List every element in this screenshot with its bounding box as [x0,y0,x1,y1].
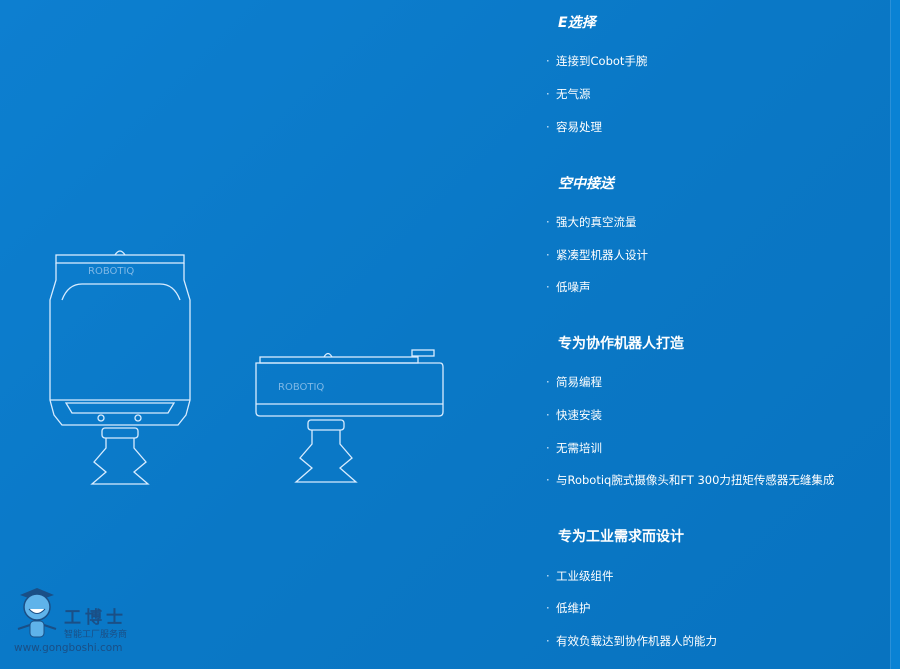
watermark-name: 工博士 [64,608,127,628]
item-text: 低维护 [556,601,591,615]
watermark-tagline: 智能工厂服务商 [64,630,128,640]
item-text: 快速安装 [556,408,602,422]
list-item: · 工业级组件 [546,568,614,584]
bullet: · [546,54,550,68]
bullet: · [546,120,550,134]
list-item: · 有效负载达到协作机器人的能力 [546,633,717,649]
item-text: 紧凑型机器人设计 [556,248,648,262]
item-text: 简易编程 [556,375,602,389]
bullet: · [546,87,550,101]
item-text: 连接到Cobot手腕 [556,54,648,68]
watermark-logo: 工博士 智能工厂服务商 www.gongboshi.com [8,585,148,660]
item-text: 强大的真空流量 [556,215,637,229]
list-item: · 与Robotiq腕式摄像头和FT 300力扭矩传感器无缝集成 [546,472,834,488]
section-heading: E选择 [558,15,596,31]
list-item: · 紧凑型机器人设计 [546,247,648,263]
gripper-side-view [255,349,444,483]
device-brand-side: ROBOTIQ [278,382,324,393]
item-text: 无需培训 [556,441,602,455]
bullet: · [546,375,550,389]
list-item: · 连接到Cobot手腕 [546,53,647,69]
bullet: · [546,569,550,583]
gripper-front-view [49,250,191,485]
bullet: · [546,280,550,294]
bullet: · [546,473,550,487]
item-text: 有效负载达到协作机器人的能力 [556,634,717,648]
list-item: · 无气源 [546,86,591,102]
item-text: 无气源 [556,87,591,101]
bullet: · [546,601,550,615]
item-text: 容易处理 [556,120,602,134]
item-text: 工业级组件 [556,569,614,583]
bullet: · [546,441,550,455]
section-heading: 专为协作机器人打造 [558,336,684,352]
watermark-url: www.gongboshi.com [14,642,123,654]
list-item: · 强大的真空流量 [546,214,637,230]
device-brand-front: ROBOTIQ [88,266,134,277]
bullet: · [546,215,550,229]
list-item: · 低噪声 [546,279,591,295]
bullet: · [546,248,550,262]
bullet: · [546,408,550,422]
list-item: · 无需培训 [546,440,602,456]
list-item: · 快速安装 [546,407,602,423]
item-text: 低噪声 [556,280,591,294]
mascot-icon [17,588,57,638]
list-item: · 容易处理 [546,119,602,135]
section-heading: 专为工业需求而设计 [558,529,684,545]
bullet: · [546,634,550,648]
list-item: · 简易编程 [546,374,602,390]
item-text: 与Robotiq腕式摄像头和FT 300力扭矩传感器无缝集成 [556,473,835,487]
list-item: · 低维护 [546,600,591,616]
right-edge-strip [890,0,900,669]
section-heading: 空中接送 [558,176,614,192]
